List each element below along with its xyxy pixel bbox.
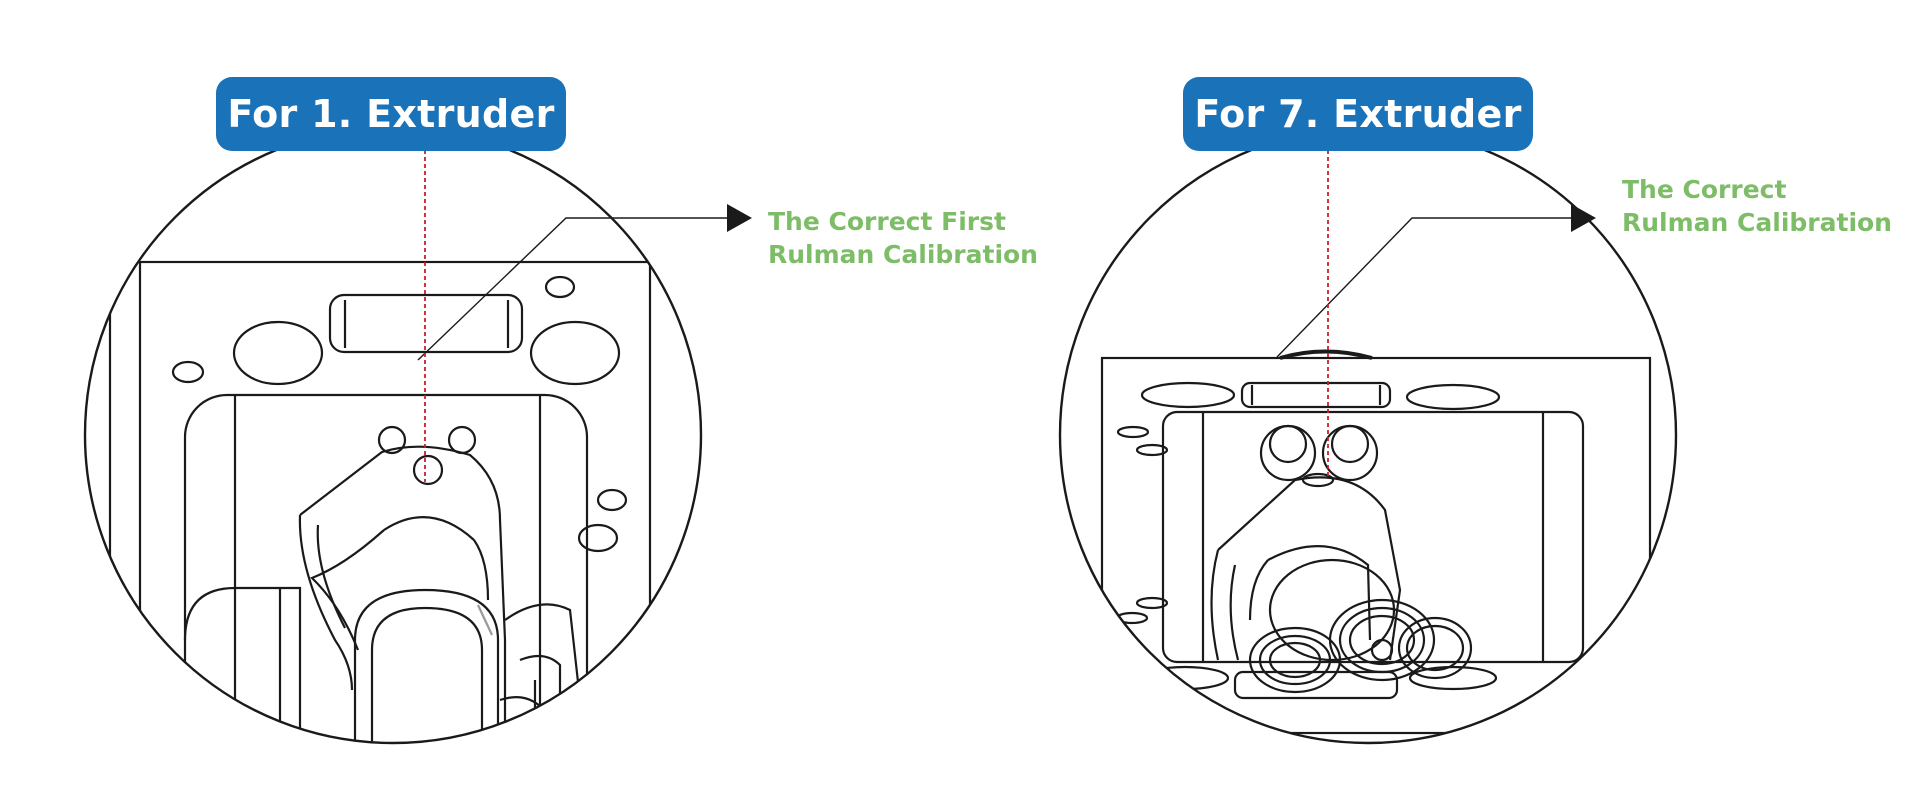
extruder-1-title-badge: For 1. Extruder [216,77,566,151]
extruder-1-title: For 1. Extruder [227,92,555,136]
extruder-7-arrowhead [1571,204,1596,232]
diagram-panel-1: For 1. Extruder The Correct First Rulman… [83,77,1038,745]
extruder-1-arrowhead [727,204,752,232]
extruder-7-callout-line-1: The Correct [1622,175,1787,204]
extruder-1-drawing [108,260,652,743]
extruder-1-callout-line-2: Rulman Calibration [768,240,1038,269]
extruder-7-diagram [1058,125,1678,745]
extruder-1-callout: The Correct First Rulman Calibration [768,205,1038,271]
extruder-7-drawing [1100,349,1652,735]
extruder-1-diagram [83,125,752,745]
diagram-panel-2: For 7. Extruder The Correct Rulman Calib… [960,0,1920,785]
extruder-1-magnifier-circle [83,125,703,745]
extruder-1-callout-line-1: The Correct First [768,207,1006,236]
extruder-7-title-badge: For 7. Extruder [1183,77,1533,151]
extruder-7-callout: The Correct Rulman Calibration [1622,173,1892,239]
extruder-1-leader-line [417,217,730,361]
extruder-7-leader-line [1276,217,1573,358]
extruder-7-callout-line-2: Rulman Calibration [1622,208,1892,237]
extruder-7-title: For 7. Extruder [1194,92,1522,136]
